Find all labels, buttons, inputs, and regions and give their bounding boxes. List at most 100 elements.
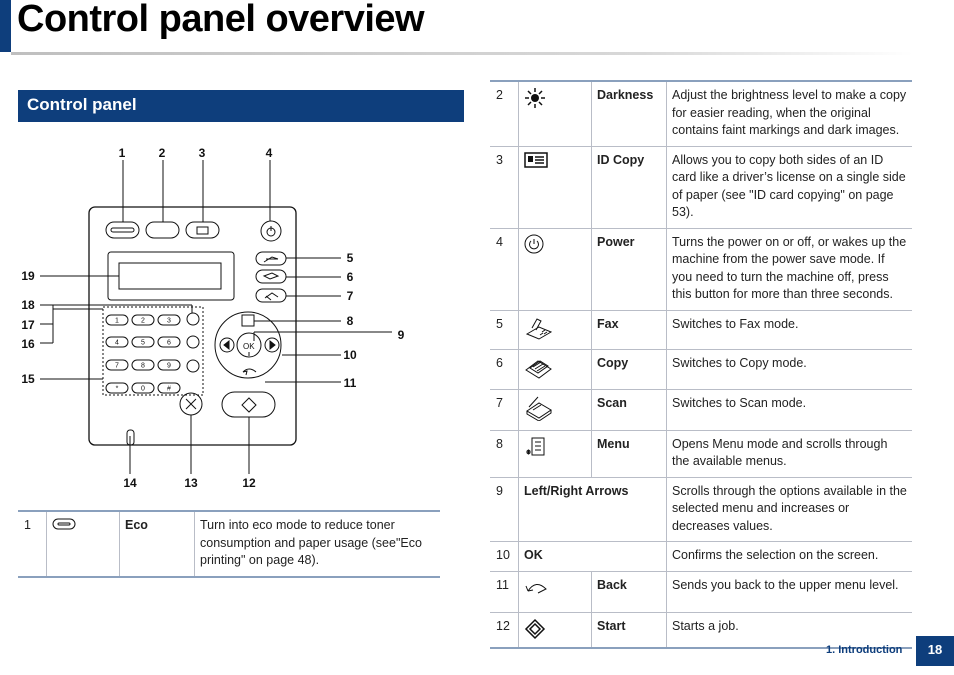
keypad-key-label: 4 — [115, 340, 119, 347]
page-number: 18 — [916, 636, 954, 666]
eco-icon — [46, 511, 120, 577]
fax-icon — [518, 310, 592, 350]
keypad-key-label: 3 — [167, 318, 171, 325]
callout-number: 6 — [347, 270, 354, 284]
callout-number: 15 — [21, 372, 35, 386]
keypad-key-label: 9 — [167, 363, 171, 370]
scan-icon — [518, 389, 592, 431]
row-number: 2 — [490, 81, 519, 147]
button-description: Switches to Scan mode. — [666, 389, 912, 431]
copy-icon — [518, 349, 592, 390]
row-number: 7 — [490, 389, 519, 431]
keypad-key — [105, 359, 129, 371]
row-number: 10 — [490, 541, 519, 572]
ok-button-label: OK — [243, 342, 255, 351]
keypad-key-label: # — [167, 386, 171, 393]
row-number: 9 — [490, 477, 519, 542]
keypad: 1 2 3 4 5 6 7 8 9 * 0 # — [105, 314, 181, 394]
keypad-key — [131, 314, 155, 326]
button-name: Eco — [119, 511, 195, 577]
start-icon — [518, 612, 592, 649]
button-description: Allows you to copy both sides of an ID c… — [666, 146, 912, 229]
row-number: 1 — [18, 511, 47, 577]
id-copy-icon — [518, 146, 592, 229]
footer-chapter: 1. Introduction — [826, 644, 903, 656]
callout-number: 9 — [398, 328, 405, 342]
button-description: Turns the power on or off, or wakes up t… — [666, 228, 912, 311]
callout-number: 8 — [347, 314, 354, 328]
keypad-key-label: 6 — [167, 340, 171, 347]
darkness-icon — [518, 81, 592, 147]
callout-number: 5 — [347, 251, 354, 265]
row-number: 3 — [490, 146, 519, 229]
callout-number: 10 — [343, 348, 357, 362]
keypad-key — [105, 382, 129, 394]
button-name: Power — [591, 228, 667, 311]
page-title: Control panel overview — [17, 0, 425, 40]
keypad-key — [157, 314, 181, 326]
keypad-key-label: 5 — [141, 340, 145, 347]
row-number: 8 — [490, 430, 519, 478]
button-description: Starts a job. — [666, 612, 912, 649]
row-number: 12 — [490, 612, 519, 649]
keypad-key — [157, 359, 181, 371]
power-icon — [518, 228, 592, 311]
button-name: Menu — [591, 430, 667, 478]
callout-number: 1 — [119, 146, 126, 160]
button-description: Scrolls through the options available in… — [666, 477, 912, 542]
button-description: Adjust the brightness level to make a co… — [666, 81, 912, 147]
menu-icon — [518, 430, 592, 478]
button-name: Copy — [591, 349, 667, 390]
keypad-key — [157, 336, 181, 348]
button-description: Confirms the selection on the screen. — [666, 541, 912, 572]
title-divider — [11, 52, 913, 55]
button-name: Fax — [591, 310, 667, 350]
row-number: 4 — [490, 228, 519, 311]
callout-number: 2 — [159, 146, 166, 160]
button-name: ID Copy — [591, 146, 667, 229]
keypad-key-label: 1 — [115, 318, 119, 325]
callout-number: 12 — [242, 476, 256, 490]
page-accent-bar — [0, 0, 11, 52]
back-icon — [518, 571, 592, 613]
button-description: Switches to Fax mode. — [666, 310, 912, 350]
button-name: Back — [591, 571, 667, 613]
keypad-key-label: 7 — [115, 363, 119, 370]
button-name: Start — [591, 612, 667, 649]
callout-number: 16 — [21, 337, 35, 351]
callout-number: 14 — [123, 476, 137, 490]
keypad-key — [131, 336, 155, 348]
keypad-key — [157, 382, 181, 394]
keypad-key-label: 2 — [141, 318, 145, 325]
keypad-key-label: * — [116, 386, 119, 393]
section-banner: Control panel — [18, 90, 464, 122]
keypad-key — [105, 314, 129, 326]
button-description: Sends you back to the upper menu level. — [666, 571, 912, 613]
callout-number: 7 — [347, 289, 354, 303]
button-name: Left/Right Arrows — [518, 477, 667, 542]
row-number: 11 — [490, 571, 519, 613]
keypad-key-label: 0 — [141, 386, 145, 393]
button-name: Scan — [591, 389, 667, 431]
button-description: Opens Menu mode and scrolls through the … — [666, 430, 912, 478]
keypad-key-label: 8 — [141, 363, 145, 370]
button-name: OK — [518, 541, 667, 572]
keypad-key — [131, 359, 155, 371]
callout-number: 4 — [266, 146, 273, 160]
button-description: Turn into eco mode to reduce toner consu… — [194, 511, 440, 577]
keypad-key — [131, 382, 155, 394]
row-number: 5 — [490, 310, 519, 350]
